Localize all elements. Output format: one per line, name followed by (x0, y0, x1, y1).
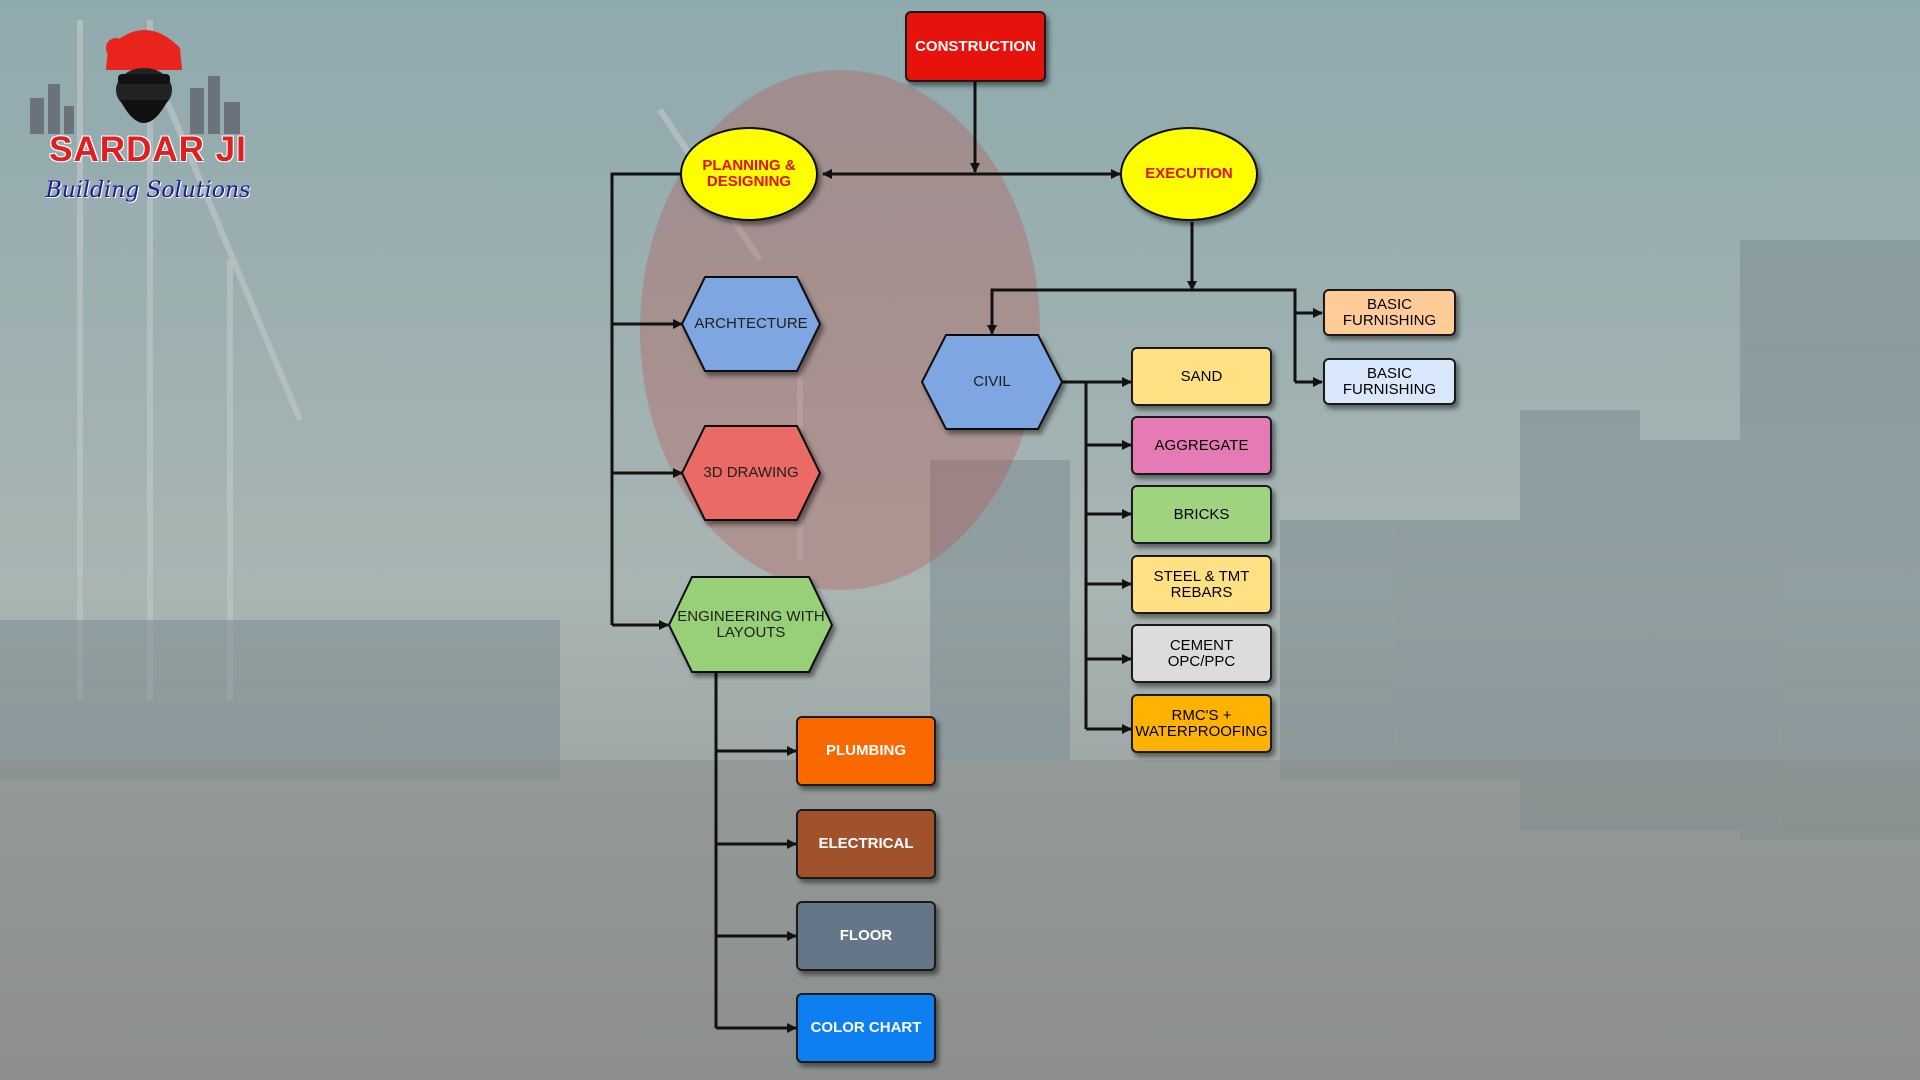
rmc-waterproofing-node: RMC'S + WATERPROOFING (1131, 694, 1272, 753)
architecture-node (680, 276, 822, 372)
cement-node: CEMENT OPC/PPC (1131, 624, 1272, 683)
basic-furnishing-node-2: BASIC FURNISHING (1323, 358, 1456, 405)
planning-designing-node (680, 127, 818, 221)
logo-title: SARDAR JI (49, 130, 247, 169)
sardar-turban-icon (30, 30, 240, 134)
electrical-node: ELECTRICAL (796, 809, 936, 879)
floor-node: FLOOR (796, 901, 936, 971)
engineering-layouts-node (667, 576, 834, 673)
bricks-node: BRICKS (1131, 485, 1272, 544)
aggregate-node: AGGREGATE (1131, 416, 1272, 475)
basic-furnishing-node-1: BASIC FURNISHING (1323, 289, 1456, 336)
3d-drawing-node (680, 425, 822, 521)
construction-node: CONSTRUCTION (905, 11, 1046, 82)
sand-node: SAND (1131, 347, 1272, 406)
color-chart-node: COLOR CHART (796, 993, 936, 1063)
sardar-ji-logo: SARDAR JI Building Solutions (20, 18, 260, 208)
execution-node (1120, 127, 1258, 221)
plumbing-node: PLUMBING (796, 716, 936, 786)
civil-node (920, 334, 1064, 430)
logo-subtitle: Building Solutions (45, 178, 251, 203)
steel-tmt-rebars-node: STEEL & TMT REBARS (1131, 555, 1272, 614)
